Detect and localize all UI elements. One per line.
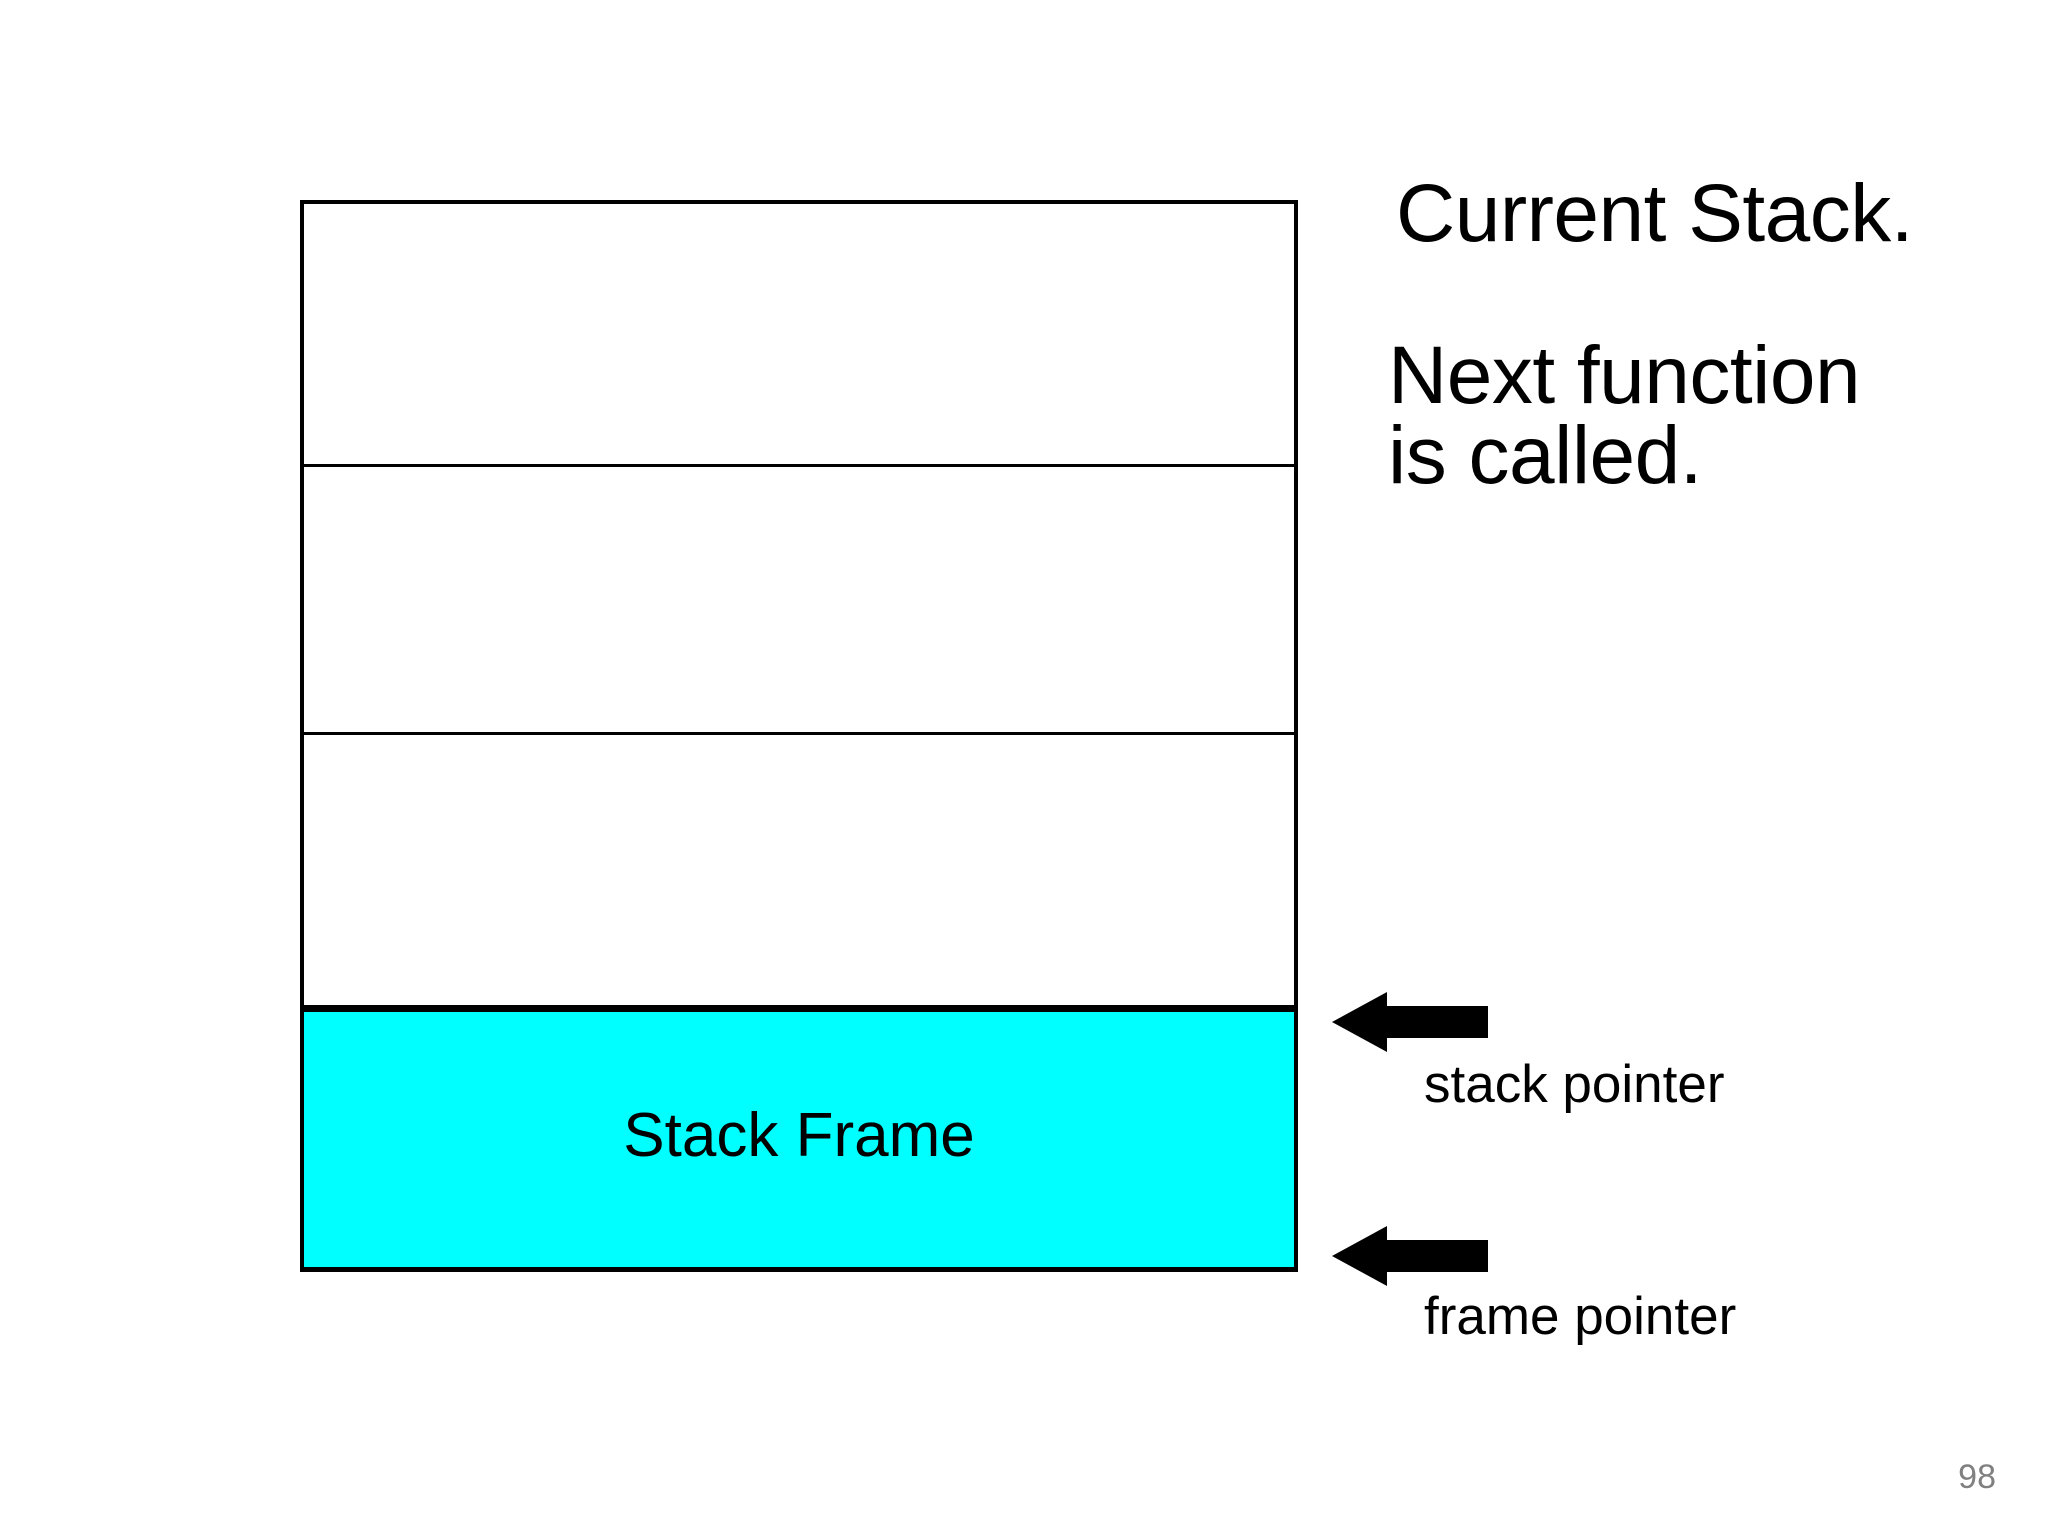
stack-cell-stack-frame: Stack Frame [300,1005,1298,1272]
arrow-left-icon-stack-pointer [1332,990,1488,1054]
note-next-function-is-called: Next function is called. [1388,330,1861,501]
call-stack-diagram: Stack Frame [300,200,1298,1272]
stack-cell-empty-middle [300,467,1298,735]
page-number: 98 [1958,1458,1996,1496]
note-current-stack: Current Stack. [1396,168,1914,259]
stack-frame-label: Stack Frame [623,1100,975,1170]
frame-pointer-label: frame pointer [1424,1287,1737,1346]
stack-cell-empty-lower [300,735,1298,1005]
stack-pointer-label: stack pointer [1424,1055,1725,1114]
stack-cell-empty-top [300,200,1298,467]
arrow-left-icon-frame-pointer [1332,1224,1488,1288]
